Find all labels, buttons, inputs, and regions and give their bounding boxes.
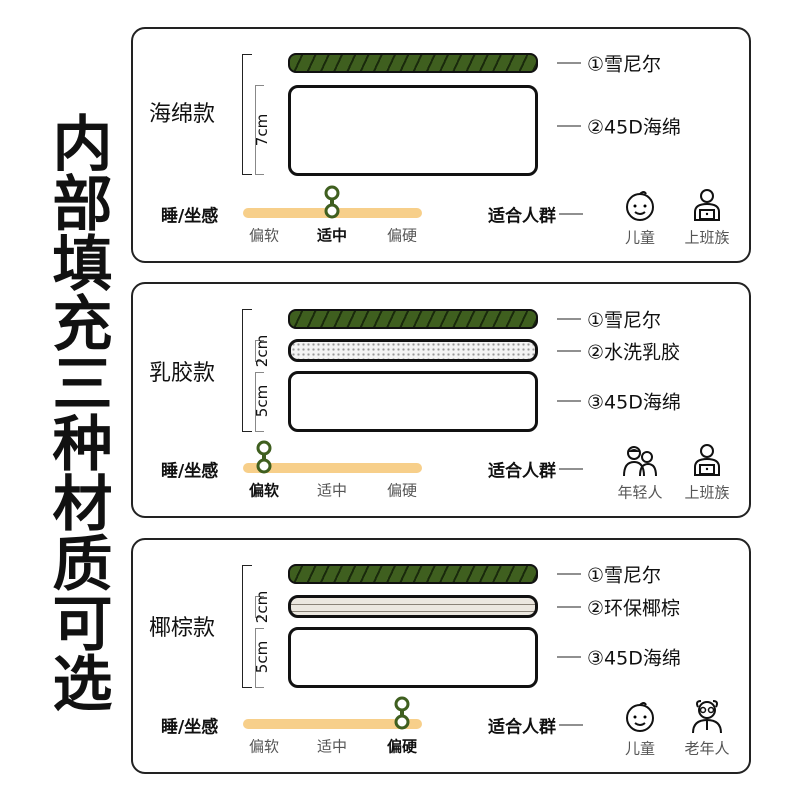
panel-sponge: 海绵款 7cm ①雪尼尔 ②45D海绵 睡/坐感 偏软 适中 偏硬 适合人群 儿…	[131, 27, 751, 263]
suitable-label: 适合人群	[488, 457, 583, 482]
elderly-icon	[692, 700, 722, 734]
hardness-track	[243, 719, 422, 729]
people-label: 年轻人	[617, 483, 663, 502]
thickness-label: 5cm	[253, 640, 271, 674]
layer-label: ①雪尼尔	[557, 561, 661, 588]
panel-name: 椰棕款	[149, 616, 216, 641]
child-icon	[626, 702, 654, 732]
total-bracket	[242, 54, 252, 175]
feel-label: 睡/坐感	[161, 206, 219, 227]
hardness-marker-icon	[256, 440, 272, 474]
people-label: 上班族	[684, 483, 730, 502]
tick-hard: 偏硬	[386, 737, 418, 756]
office-worker-icon	[694, 444, 720, 476]
layer-label: ②45D海绵	[557, 113, 681, 140]
total-bracket	[242, 309, 252, 432]
thickness-label: 5cm	[253, 384, 271, 418]
child-icon	[626, 191, 654, 221]
panel-name: 海绵款	[149, 102, 216, 127]
tick-soft: 偏软	[248, 226, 280, 245]
thickness-bracket	[255, 628, 264, 688]
suitable-label: 适合人群	[488, 713, 583, 738]
people-label: 儿童	[624, 739, 656, 758]
sponge-layer	[288, 371, 538, 432]
layer-label: ③45D海绵	[557, 644, 681, 671]
panel-name: 乳胶款	[149, 361, 216, 386]
office-worker-icon	[694, 189, 720, 221]
total-bracket	[242, 565, 252, 688]
thickness-label: 7cm	[253, 113, 271, 147]
sponge-layer	[288, 627, 538, 688]
thickness-label: 2cm	[253, 590, 271, 624]
tick-soft: 偏软	[248, 737, 280, 756]
layer-label: ②环保椰棕	[557, 594, 680, 621]
tick-medium: 适中	[316, 481, 348, 500]
panel-latex: 乳胶款 2cm 5cm ①雪尼尔 ②水洗乳胶 ③45D海绵 睡/坐感 偏软 适中…	[131, 282, 751, 518]
tick-soft: 偏软	[248, 481, 280, 500]
tick-medium: 适中	[316, 737, 348, 756]
thickness-bracket	[255, 85, 264, 175]
tick-hard: 偏硬	[386, 226, 418, 245]
thickness-label: 2cm	[253, 334, 271, 368]
panel-coir: 椰棕款 2cm 5cm ①雪尼尔 ②环保椰棕 ③45D海绵 睡/坐感 偏软 适中…	[131, 538, 751, 774]
hardness-track	[243, 463, 422, 473]
layer-label: ②水洗乳胶	[557, 338, 680, 365]
young-people-icon	[623, 446, 657, 477]
thickness-bracket	[255, 596, 264, 618]
layer-label: ③45D海绵	[557, 388, 681, 415]
layer-label: ①雪尼尔	[557, 306, 661, 333]
hardness-marker-icon	[394, 696, 410, 730]
people-label: 老年人	[684, 739, 730, 758]
people-label: 儿童	[624, 228, 656, 247]
sponge-layer	[288, 85, 538, 176]
chenille-layer	[288, 309, 538, 329]
page-title: 内部填充三种材质可选	[42, 112, 112, 712]
chenille-layer	[288, 53, 538, 73]
hardness-marker-icon	[324, 185, 340, 219]
coir-layer	[288, 595, 538, 618]
tick-hard: 偏硬	[386, 481, 418, 500]
thickness-bracket	[255, 340, 264, 362]
latex-layer	[288, 339, 538, 362]
thickness-bracket	[255, 372, 264, 432]
feel-label: 睡/坐感	[161, 717, 219, 738]
tick-medium: 适中	[316, 226, 348, 245]
feel-label: 睡/坐感	[161, 461, 219, 482]
suitable-label: 适合人群	[488, 202, 583, 227]
people-label: 上班族	[684, 228, 730, 247]
layer-label: ①雪尼尔	[557, 50, 661, 77]
chenille-layer	[288, 564, 538, 584]
